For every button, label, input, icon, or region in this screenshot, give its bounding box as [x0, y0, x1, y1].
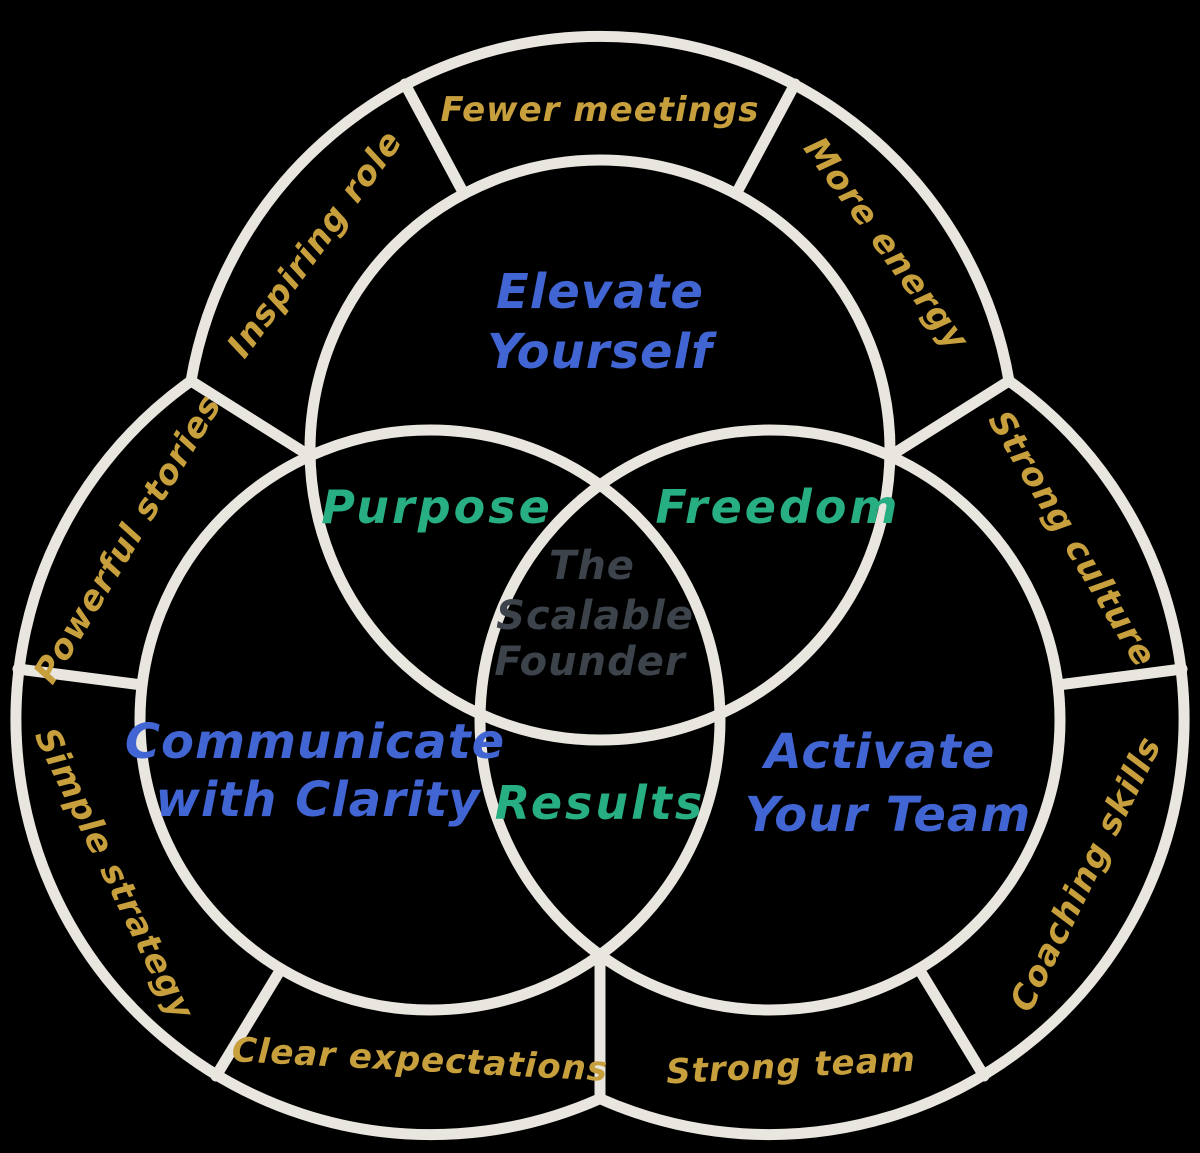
ring-divider	[1052, 663, 1188, 691]
purpose-label: Purpose	[321, 480, 553, 534]
venn-circles	[134, 154, 1066, 1016]
activate-your-team-label-line1: Activate	[761, 724, 996, 780]
ring-divider	[210, 963, 287, 1082]
circle-communicate-with-clarity	[134, 424, 726, 1016]
elevate-yourself-label-line2: Yourself	[487, 324, 717, 380]
center-label: The Scalable Founder	[494, 543, 694, 685]
communicate-with-clarity-label-line1: Communicate	[125, 714, 505, 770]
ring-divider	[913, 963, 990, 1082]
center-label-line2: Scalable	[496, 593, 694, 639]
ring-label-fewer-meetings: Fewer meetings	[441, 90, 760, 130]
center-label-line1: The	[549, 543, 635, 589]
elevate-yourself-label-line1: Elevate	[496, 264, 704, 320]
ring-divider	[399, 78, 470, 200]
center-label-line3: Founder	[494, 639, 686, 685]
activate-your-team-label-line2: Your Team	[745, 787, 1032, 843]
outer-ring-outline	[10, 30, 1190, 1141]
ring-divider	[730, 78, 801, 200]
freedom-label: Freedom	[656, 480, 901, 534]
circle-activate-your-team	[474, 424, 1066, 1016]
ring-junction-divider	[185, 375, 316, 462]
communicate-with-clarity-label-line2: with Clarity	[155, 772, 481, 828]
ring-dividers	[12, 78, 1188, 1105]
ring-junction-divider	[884, 375, 1015, 462]
ring-divider	[12, 663, 148, 691]
results-label: Results	[495, 776, 706, 830]
circle-labels: Elevate Yourself Communicate with Clarit…	[125, 264, 1032, 843]
overlap-labels: Purpose Freedom Results	[321, 480, 901, 830]
